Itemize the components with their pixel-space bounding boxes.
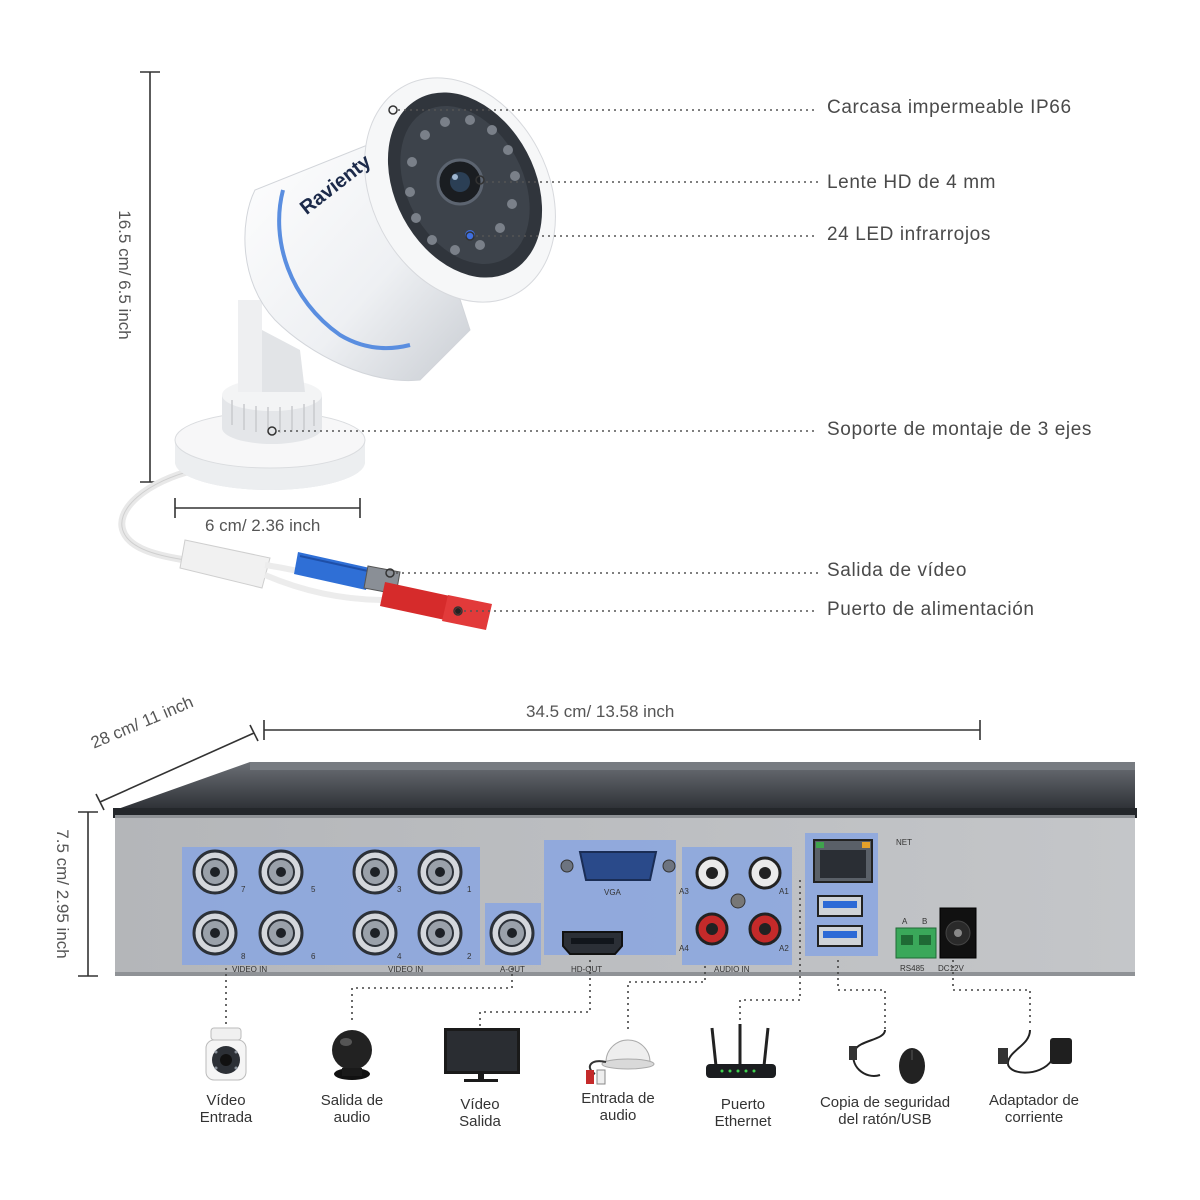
camera-device-icon: [205, 1027, 247, 1081]
camera-width-dimension: [174, 498, 361, 518]
power-adapter-device-icon: [998, 1029, 1072, 1074]
label-rs485-b: B: [922, 917, 928, 926]
bnc-connector: [258, 910, 304, 956]
camera-illustration: [118, 77, 556, 630]
caption-audio-in: Entrada de audio: [581, 1090, 655, 1124]
bnc-connector: [192, 849, 238, 895]
audio-a2: A2: [779, 944, 789, 953]
label-a-out: A-OUT: [500, 965, 525, 974]
dvr-width-dimension: [263, 720, 981, 740]
audio-a3: A3: [679, 887, 689, 896]
dvr-height-dimension: [78, 811, 98, 977]
dvr-port-leaders: [225, 880, 1031, 1030]
bnc-connector: [352, 910, 398, 956]
callout-video-out: Salida de vídeo: [827, 560, 967, 581]
label-hd-out: HD-OUT: [571, 965, 603, 974]
caption-audio-out: Salida de audio: [320, 1092, 384, 1126]
camera-height-dimension: [140, 71, 160, 483]
channel-1: 1: [467, 885, 472, 894]
bnc-connector: [258, 849, 304, 895]
bnc-connector: [192, 910, 238, 956]
label-vga: VGA: [604, 888, 621, 897]
channel-5: 5: [311, 885, 316, 894]
label-video-in-right: VIDEO IN: [388, 965, 424, 974]
label-video-in-left: VIDEO IN: [232, 965, 268, 974]
callout-power-port: Puerto de alimentación: [827, 599, 1035, 620]
bnc-connector: [417, 910, 463, 956]
channel-8: 8: [241, 952, 246, 961]
caption-ethernet: Puerto Ethernet: [714, 1096, 772, 1130]
bnc-connector: [489, 910, 535, 956]
caption-usb: Copia de seguridad del ratón/USB: [819, 1094, 951, 1128]
channel-4: 4: [397, 952, 402, 961]
channel-6: 6: [311, 952, 316, 961]
dvr-width-label: 34.5 cm/ 13.58 inch: [526, 702, 675, 721]
callout-housing: Carcasa impermeable IP66: [827, 97, 1072, 118]
camera-width-label: 6 cm/ 2.36 inch: [205, 516, 321, 535]
audio-a1: A1: [779, 887, 789, 896]
bnc-connector: [417, 849, 463, 895]
dvr-illustration: [113, 762, 1137, 976]
caption-power: Adaptador de corriente: [988, 1092, 1080, 1126]
channel-3: 3: [397, 885, 402, 894]
channel-2: 2: [467, 952, 472, 961]
label-rs485: RS485: [900, 964, 925, 973]
label-dc12v: DC12V: [938, 964, 964, 973]
callout-leds: 24 LED infrarrojos: [827, 224, 991, 245]
camera-callout-leaders: [278, 109, 818, 612]
label-rs485-a: A: [902, 917, 908, 926]
label-audio-in: AUDIO IN: [714, 965, 750, 974]
mouse-device-icon: [849, 1029, 925, 1084]
router-device-icon: [706, 1024, 776, 1078]
audio-a4: A4: [679, 944, 689, 953]
microphone-device-icon: [586, 1039, 655, 1085]
bnc-connector: [352, 849, 398, 895]
caption-video-out: Vídeo Salida: [459, 1096, 501, 1130]
caption-video-in: Vídeo Entrada: [199, 1092, 253, 1126]
callout-lens: Lente HD de 4 mm: [827, 172, 997, 193]
dvr-depth-dimension: [95, 724, 259, 811]
channel-7: 7: [241, 885, 246, 894]
monitor-device-icon: [444, 1028, 520, 1082]
speaker-device-icon: [332, 1030, 372, 1080]
dvr-height-label: 7.5 cm/ 2.95 inch: [53, 829, 72, 959]
callout-mount: Soporte de montaje de 3 ejes: [827, 419, 1093, 440]
camera-height-label: 16.5 cm/ 6.5 inch: [115, 210, 134, 340]
label-net: NET: [896, 838, 912, 847]
